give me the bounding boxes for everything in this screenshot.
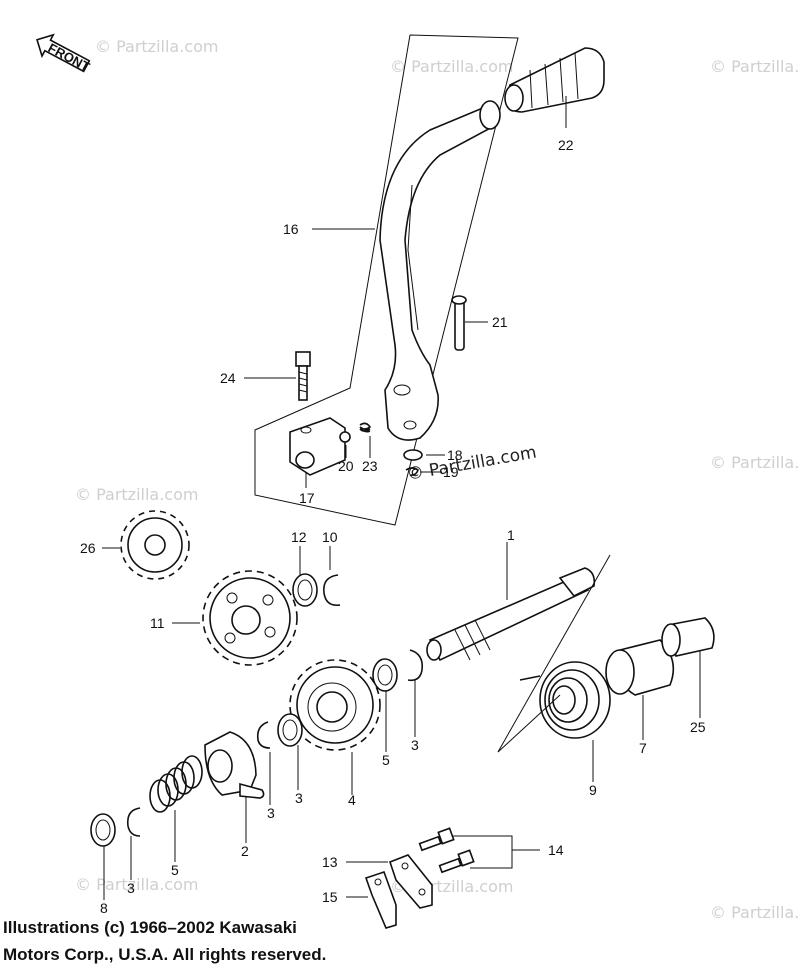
watermark-center: © Partzilla.com [405,442,538,484]
callout-7: 7 [639,740,647,756]
callout-17: 17 [299,490,315,506]
watermark-1: © Partzilla.com [95,37,218,56]
watermark-2: © Partzilla.com [390,57,513,76]
collar [661,617,715,657]
watermark-3: © Partzilla.com [710,57,800,76]
callout-23: 23 [362,458,378,474]
callout-3-c: 3 [127,880,135,896]
pedal-rubber [504,47,605,113]
leader-lines [102,96,701,900]
washer-5-a [372,658,398,692]
front-arrow: FRONT [36,33,93,74]
callout-15: 15 [322,889,338,905]
gear-26 [120,510,190,580]
bolts-14 [418,827,475,874]
detent-ball [339,431,351,443]
watermarks: © Partzilla.com © Partzilla.com © Partzi… [75,37,800,922]
callout-25: 25 [690,719,706,735]
callout-6: 5 [171,862,179,878]
copyright-line-1: Illustrations (c) 1966–2002 Kawasaki [3,918,297,937]
callout-21: 21 [492,314,508,330]
copyright-notice: Illustrations (c) 1966–2002 Kawasaki Mot… [3,914,423,968]
callout-11: 11 [150,615,165,631]
front-label: FRONT [46,40,93,74]
ratchet [204,731,265,799]
circlip-3-c [126,807,141,837]
callout-3-a: 3 [411,737,419,753]
pedal-clamp [289,417,346,476]
callout-5-b: 3 [295,790,303,806]
gear-4 [289,659,381,751]
callout-24: 24 [220,370,236,386]
kick-spring [519,661,611,739]
kick-assembly-outline [254,34,519,526]
detent-spring [359,422,372,433]
kick-shaft [426,554,611,753]
callout-26: 26 [80,540,96,556]
washer-5-b [277,713,303,747]
watermark-4: © Partzilla.com [75,485,198,504]
watermark-6: © Partzilla.com [75,875,198,894]
callout-18: 18 [447,447,463,463]
kick-lever [379,100,501,441]
washer-8 [90,813,116,847]
washer-12 [292,573,318,607]
watermark-8: © Partzilla.com [710,903,800,922]
circlip-3-a [407,649,424,682]
callout-8: 8 [100,900,108,916]
copyright-line-2: Motors Corp., U.S.A. All rights reserved… [3,945,327,964]
circlip-3-b [256,721,271,749]
pivot-pin [451,295,467,351]
spring-guide [605,639,675,696]
callout-1: 1 [507,527,515,543]
clamp-bolt [295,351,311,401]
circlip-19 [405,467,419,476]
callout-16: 16 [283,221,299,237]
callout-19: 19 [443,464,459,480]
callout-2: 2 [241,843,249,859]
callout-22: 22 [558,137,574,153]
callout-20: 20 [338,458,354,474]
callout-14: 14 [548,842,564,858]
callouts: 1 2 3 3 3 3 4 5 5 5 7 8 9 10 11 12 13 14… [80,137,706,916]
callout-10: 10 [322,529,338,545]
circlip-10 [322,574,341,607]
callout-12: 12 [291,529,307,545]
watermark-5: © Partzilla.com [710,453,800,472]
callout-13: 13 [322,854,338,870]
callout-4: 4 [348,792,356,808]
callout-5-a: 5 [382,752,390,768]
gear-11 [202,570,298,666]
callout-9: 9 [589,782,597,798]
ratchet-spring [149,755,203,813]
washer-18 [403,449,423,461]
plates [364,854,433,929]
callout-3-b: 3 [267,805,275,821]
